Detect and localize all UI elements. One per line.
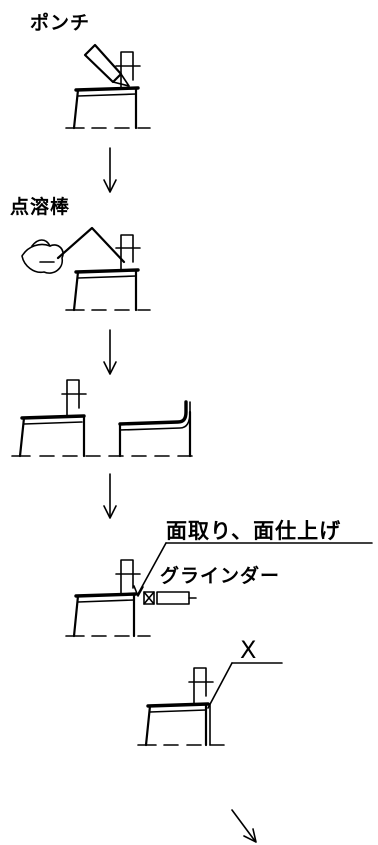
arrow-step1-to-2 (103, 147, 117, 193)
welding-rod-label: 点溶棒 (10, 196, 71, 218)
chamfer-finish-note: 面取り、面仕上げ (166, 519, 342, 543)
step3-separated-figure (11, 379, 201, 458)
mark-x-label: X (240, 636, 258, 664)
step1-punch-figure (65, 43, 151, 130)
step4-grinding-figure (65, 542, 373, 638)
arrow-continue (231, 809, 257, 843)
arrow-step3-to-4 (103, 473, 117, 519)
grinder-label: グラインダー (160, 565, 281, 587)
step5-result-figure (137, 662, 283, 747)
arrow-step2-to-3 (103, 329, 117, 375)
step2-welding-figure (21, 226, 151, 312)
punch-label: ポンチ (30, 12, 91, 34)
